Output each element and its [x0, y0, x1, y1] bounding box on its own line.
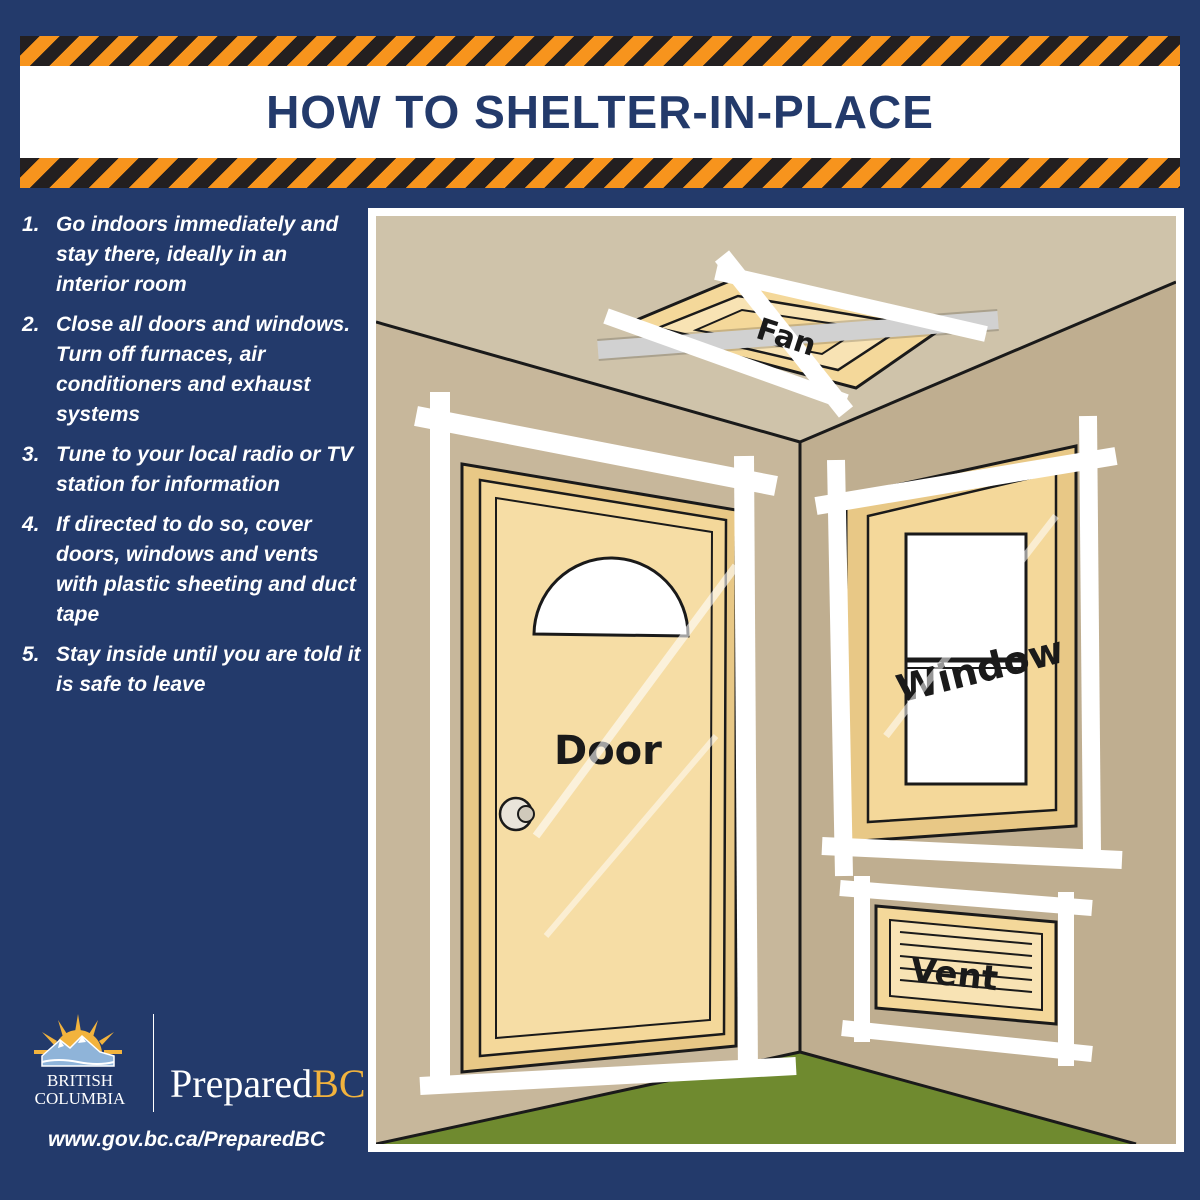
- room-svg: Fan Door: [376, 216, 1176, 1144]
- step-item: 4. If directed to do so, cover doors, win…: [22, 510, 362, 630]
- page-title: HOW TO SHELTER-IN-PLACE: [266, 86, 934, 138]
- brand-suffix: BC: [312, 1061, 366, 1106]
- floor: [376, 1052, 1136, 1144]
- step-number: 4.: [22, 513, 40, 536]
- step-number: 2.: [22, 313, 40, 336]
- step-item: 1. Go indoors immediately and stay there,…: [22, 210, 362, 300]
- bc-line-2: COLUMBIA: [34, 1089, 126, 1108]
- step-item: 3. Tune to your local radio or TV station…: [22, 440, 362, 500]
- step-item: 5. Stay inside until you are told it is s…: [22, 640, 362, 700]
- room-illustration: Fan Door: [376, 216, 1176, 1144]
- step-text: Go indoors immediately and stay there, i…: [56, 213, 339, 296]
- step-text: Stay inside until you are told it is saf…: [56, 643, 361, 696]
- website-link[interactable]: www.gov.bc.ca/PreparedBC: [48, 1128, 325, 1151]
- preparedbc-wordmark: PreparedBC: [170, 1060, 366, 1107]
- hazard-stripe-bottom: [20, 158, 1180, 188]
- window: Window: [814, 415, 1123, 877]
- hazard-stripe-top: [20, 36, 1180, 66]
- step-number: 5.: [22, 643, 40, 666]
- sun-mountain-icon: [34, 1014, 122, 1067]
- brand-prefix: Prepared: [170, 1061, 313, 1106]
- logo-divider: [153, 1014, 154, 1112]
- bc-government-logo: BRITISH COLUMBIA PreparedBC: [20, 1010, 366, 1120]
- bc-line-1: BRITISH: [46, 1071, 114, 1090]
- title-banner: HOW TO SHELTER-IN-PLACE: [20, 66, 1180, 158]
- step-text: Close all doors and windows. Turn off fu…: [56, 313, 351, 426]
- vent-label: Vent: [908, 950, 1000, 999]
- step-text: If directed to do so, cover doors, windo…: [56, 513, 356, 626]
- steps-list: 1. Go indoors immediately and stay there,…: [22, 210, 362, 710]
- step-number: 1.: [22, 213, 40, 236]
- step-text: Tune to your local radio or TV station f…: [56, 443, 354, 496]
- vent: Vent: [839, 876, 1093, 1066]
- step-item: 2. Close all doors and windows. Turn off …: [22, 310, 362, 430]
- door: Door: [414, 392, 797, 1095]
- step-number: 3.: [22, 443, 40, 466]
- british-columbia-wordmark: BRITISH COLUMBIA: [20, 1072, 140, 1108]
- ceiling-fan: Fan: [597, 250, 999, 418]
